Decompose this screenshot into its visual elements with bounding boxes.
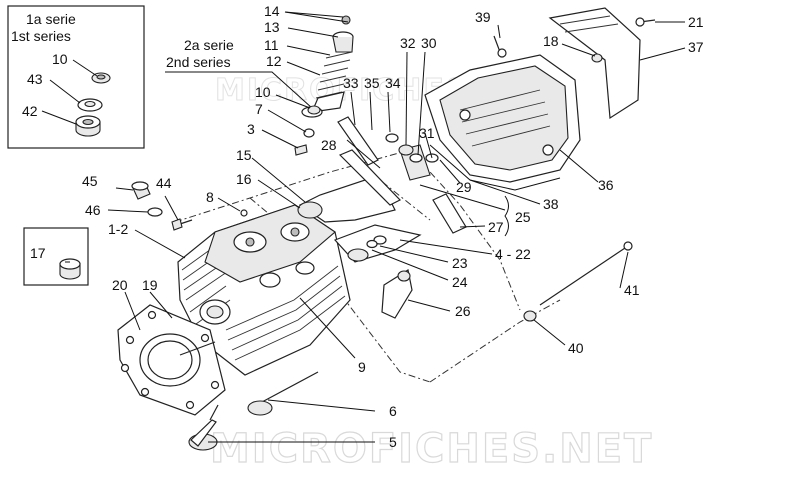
callout-37: 37 [688, 39, 704, 55]
callout-7: 7 [255, 101, 263, 117]
callout-1-2: 1-2 [108, 221, 128, 237]
callout-10: 10 [255, 84, 271, 100]
side-cover [493, 7, 656, 120]
callout-46: 46 [85, 202, 101, 218]
series2-title-it: 2a serie [184, 37, 234, 53]
callout-24: 24 [452, 274, 468, 290]
callout-32: 32 [400, 35, 416, 51]
callout-12: 12 [266, 53, 282, 69]
callout-36: 36 [598, 177, 614, 193]
callout-15: 15 [236, 147, 252, 163]
callout-40: 40 [568, 340, 584, 356]
callout-45: 45 [82, 173, 98, 189]
leader-lines [65, 11, 686, 443]
valves [188, 371, 319, 451]
head-gasket [117, 304, 226, 416]
callout-14: 14 [264, 3, 280, 19]
inset-title-en: 1st series [11, 28, 71, 44]
series2-label: 2a serie 2nd series [165, 37, 313, 109]
plug-and-sensor [131, 181, 193, 231]
callout-44: 44 [156, 175, 172, 191]
callout-20: 20 [112, 277, 128, 293]
inset-first-series: 1a serie 1st series [7, 5, 145, 149]
callout-13: 13 [264, 19, 280, 35]
callout-19: 19 [142, 277, 158, 293]
callout-35: 35 [364, 75, 380, 91]
callout-21: 21 [688, 14, 704, 30]
inset-part-17 [23, 227, 89, 286]
watermark-bottom: MICROFICHES.NET [210, 426, 653, 472]
callout-9: 9 [358, 359, 366, 375]
stud-and-nut [523, 241, 633, 322]
callout-3: 3 [247, 121, 255, 137]
pushrods [337, 116, 467, 234]
callout-34: 34 [385, 75, 401, 91]
rocker-assembly [297, 149, 422, 263]
series2-title-en: 2nd series [166, 54, 231, 70]
rocker-arm-26 [381, 269, 413, 319]
callout-5: 5 [389, 434, 397, 450]
callout-41: 41 [624, 282, 640, 298]
callout-29: 29 [456, 179, 472, 195]
callout-27: 27 [488, 219, 504, 235]
inset-title-it: 1a serie [26, 11, 76, 27]
callout-8: 8 [206, 189, 214, 205]
callout-11: 11 [264, 37, 279, 53]
callout-26: 26 [455, 303, 471, 319]
callout-4-22: 4 - 22 [495, 246, 531, 262]
callout-33: 33 [343, 75, 359, 91]
callout-39: 39 [475, 9, 491, 25]
callout-18: 18 [543, 33, 559, 49]
callout-42: 42 [22, 103, 38, 119]
callout-10-inset: 10 [52, 51, 68, 67]
valve-cover [424, 54, 581, 191]
callout-25: 25 [515, 209, 531, 225]
callout-6: 6 [389, 403, 397, 419]
callout-38: 38 [543, 196, 559, 212]
callout-28: 28 [321, 137, 337, 153]
callout-labels: 10 43 42 14 13 11 12 10 7 3 15 16 8 45 4… [22, 3, 704, 450]
callout-43: 43 [27, 71, 43, 87]
callout-16: 16 [236, 171, 252, 187]
callout-23: 23 [452, 255, 468, 271]
cylinder-head [177, 204, 351, 376]
callout-17: 17 [30, 245, 46, 261]
callout-31: 31 [419, 125, 435, 141]
callout-30: 30 [421, 35, 437, 51]
